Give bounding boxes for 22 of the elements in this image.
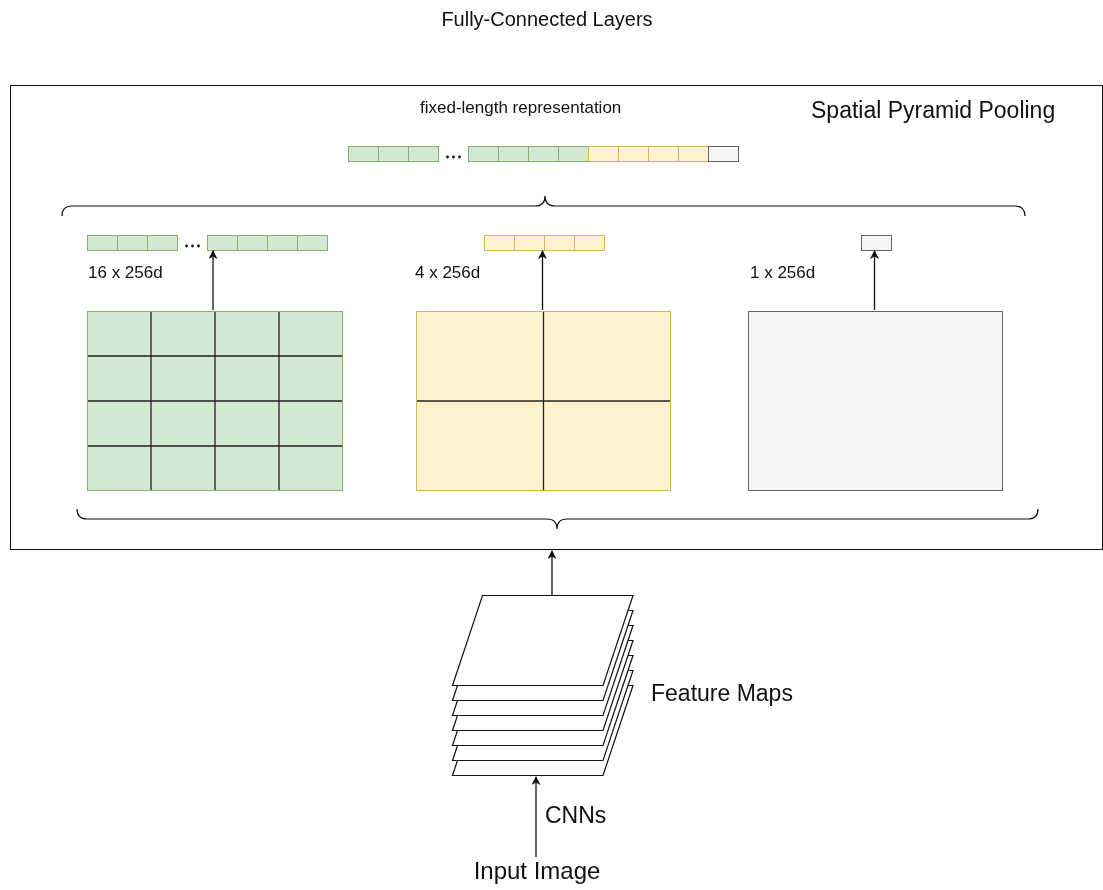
panel-title: Spatial Pyramid Pooling — [811, 97, 1056, 124]
pooling-grid — [748, 311, 1003, 491]
pooling-grid — [416, 311, 671, 491]
arrow — [547, 550, 557, 596]
feature-vector — [484, 235, 605, 251]
arrow — [538, 250, 547, 311]
feature-vector — [348, 146, 739, 162]
dimension-caption: 16 x 256d — [88, 263, 163, 283]
input-label: Input Image — [463, 857, 611, 889]
dimension-caption: 4 x 256d — [415, 263, 481, 283]
feature-map-stack — [452, 595, 634, 776]
arrow — [531, 776, 541, 858]
arrow — [870, 250, 879, 311]
pooling-panel — [10, 85, 1103, 550]
feature-vector — [87, 235, 328, 251]
layer-label: Fully-Connected Layers — [441, 8, 653, 31]
stack-caption: Feature Maps — [651, 680, 793, 707]
feature-vector — [861, 235, 892, 251]
arrow — [208, 250, 218, 311]
pooling-grid — [87, 311, 343, 491]
dimension-caption: 1 x 256d — [750, 263, 816, 283]
vector-caption: fixed-length representation — [420, 98, 622, 118]
